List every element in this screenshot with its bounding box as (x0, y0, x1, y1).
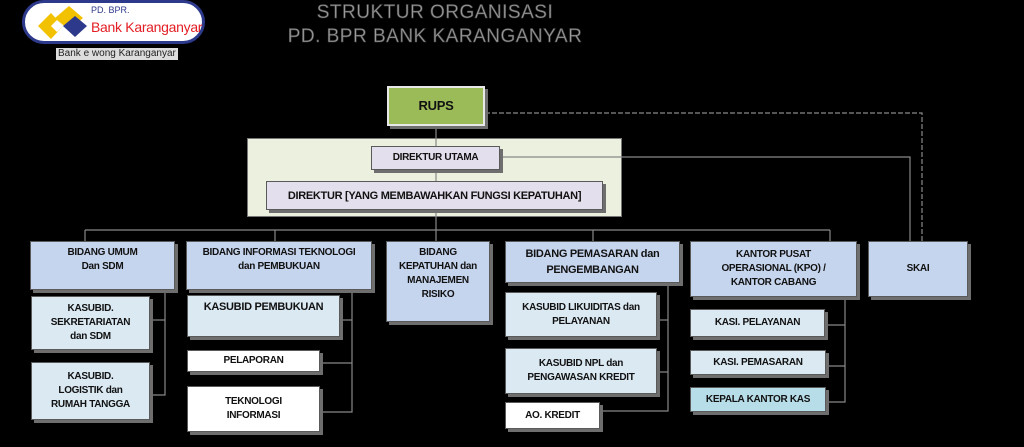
ao-kredit-box: AO. KREDIT (505, 402, 600, 429)
logo-line1: PD. BPR. (91, 5, 130, 15)
skai-box: SKAI (868, 241, 968, 297)
logo-line2: Bank Karanganyar (91, 19, 203, 35)
page-subtitle: PD. BPR BANK KARANGANYAR (287, 26, 583, 47)
pelaporan-box: PELAPORAN (187, 350, 320, 372)
bidang-pemasaran-box: BIDANG PEMASARAN dan PENGEMBANGAN (505, 241, 680, 283)
kasubid-likuiditas-box: KASUBID LIKUIDITAS dan PELAYANAN (505, 292, 657, 337)
bidang-umum-box: BIDANG UMUM Dan SDM (30, 241, 175, 290)
bidang-kepatuhan-box: BIDANG KEPATUHAN dan MANAJEMEN RISIKO (386, 241, 490, 322)
kasubid-sekretariatan-box: KASUBID. SEKRETARIATAN dan SDM (31, 296, 150, 350)
teknologi-informasi-box: TEKNOLOGI INFORMASI (187, 386, 320, 432)
kasi-pelayanan-box: KASI. PELAYANAN (690, 309, 825, 337)
logo-mark-icon (38, 6, 87, 39)
kantor-pusat-box: KANTOR PUSAT OPERASIONAL (KPO) / KANTOR … (690, 241, 857, 297)
direktur-utama-box: DIREKTUR UTAMA (371, 146, 500, 170)
kasubid-npl-box: KASUBID NPL dan PENGAWASAN KREDIT (505, 348, 657, 394)
kasubid-pembukuan-box: KASUBID PEMBUKUAN (187, 295, 340, 337)
kasi-pemasaran-box: KASI. PEMASARAN (690, 350, 826, 375)
rups-box: RUPS (387, 86, 485, 126)
kepala-kantor-kas-box: KEPALA KANTOR KAS (690, 387, 826, 412)
kasubid-logistik-box: KASUBID. LOGISTIK dan RUMAH TANGGA (31, 362, 150, 420)
bank-logo: PD. BPR. Bank Karanganyar (22, 0, 205, 44)
logo-tagline: Bank e wong Karanganyar (56, 48, 178, 60)
bidang-it-box: BIDANG INFORMASI TEKNOLOGI dan PEMBUKUAN (186, 241, 372, 290)
page-title: STRUKTUR ORGANISASI (316, 2, 554, 23)
direktur-kepatuhan-box: DIREKTUR [YANG MEMBAWAHKAN FUNGSI KEPATU… (266, 181, 603, 210)
